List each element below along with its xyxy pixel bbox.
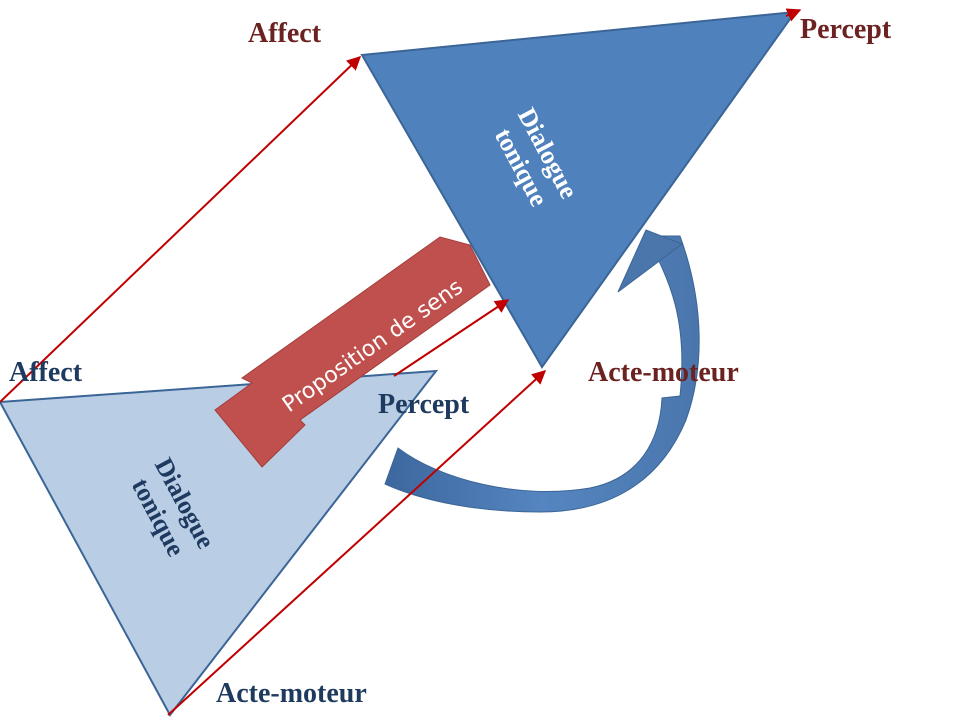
bottom-triangle — [0, 369, 439, 717]
connector-percept — [393, 299, 510, 377]
bottom-percept-label: Percept — [378, 389, 470, 420]
proposition-arrow — [214, 236, 491, 468]
bottom-acte-moteur-label: Acte-moteur — [216, 678, 367, 709]
left-affect-label: Affect — [9, 357, 83, 388]
top-percept-label: Percept — [800, 14, 892, 45]
connector-affect — [0, 56, 362, 403]
curved-cycle-arrowhead — [617, 229, 684, 293]
top-triangle — [360, 10, 798, 369]
connector-acte-moteur — [167, 370, 547, 716]
top-affect-label: Affect — [248, 18, 322, 49]
connector-percept-top — [785, 8, 802, 22]
acte-moteur-right-label: Acte-moteur — [588, 357, 739, 388]
